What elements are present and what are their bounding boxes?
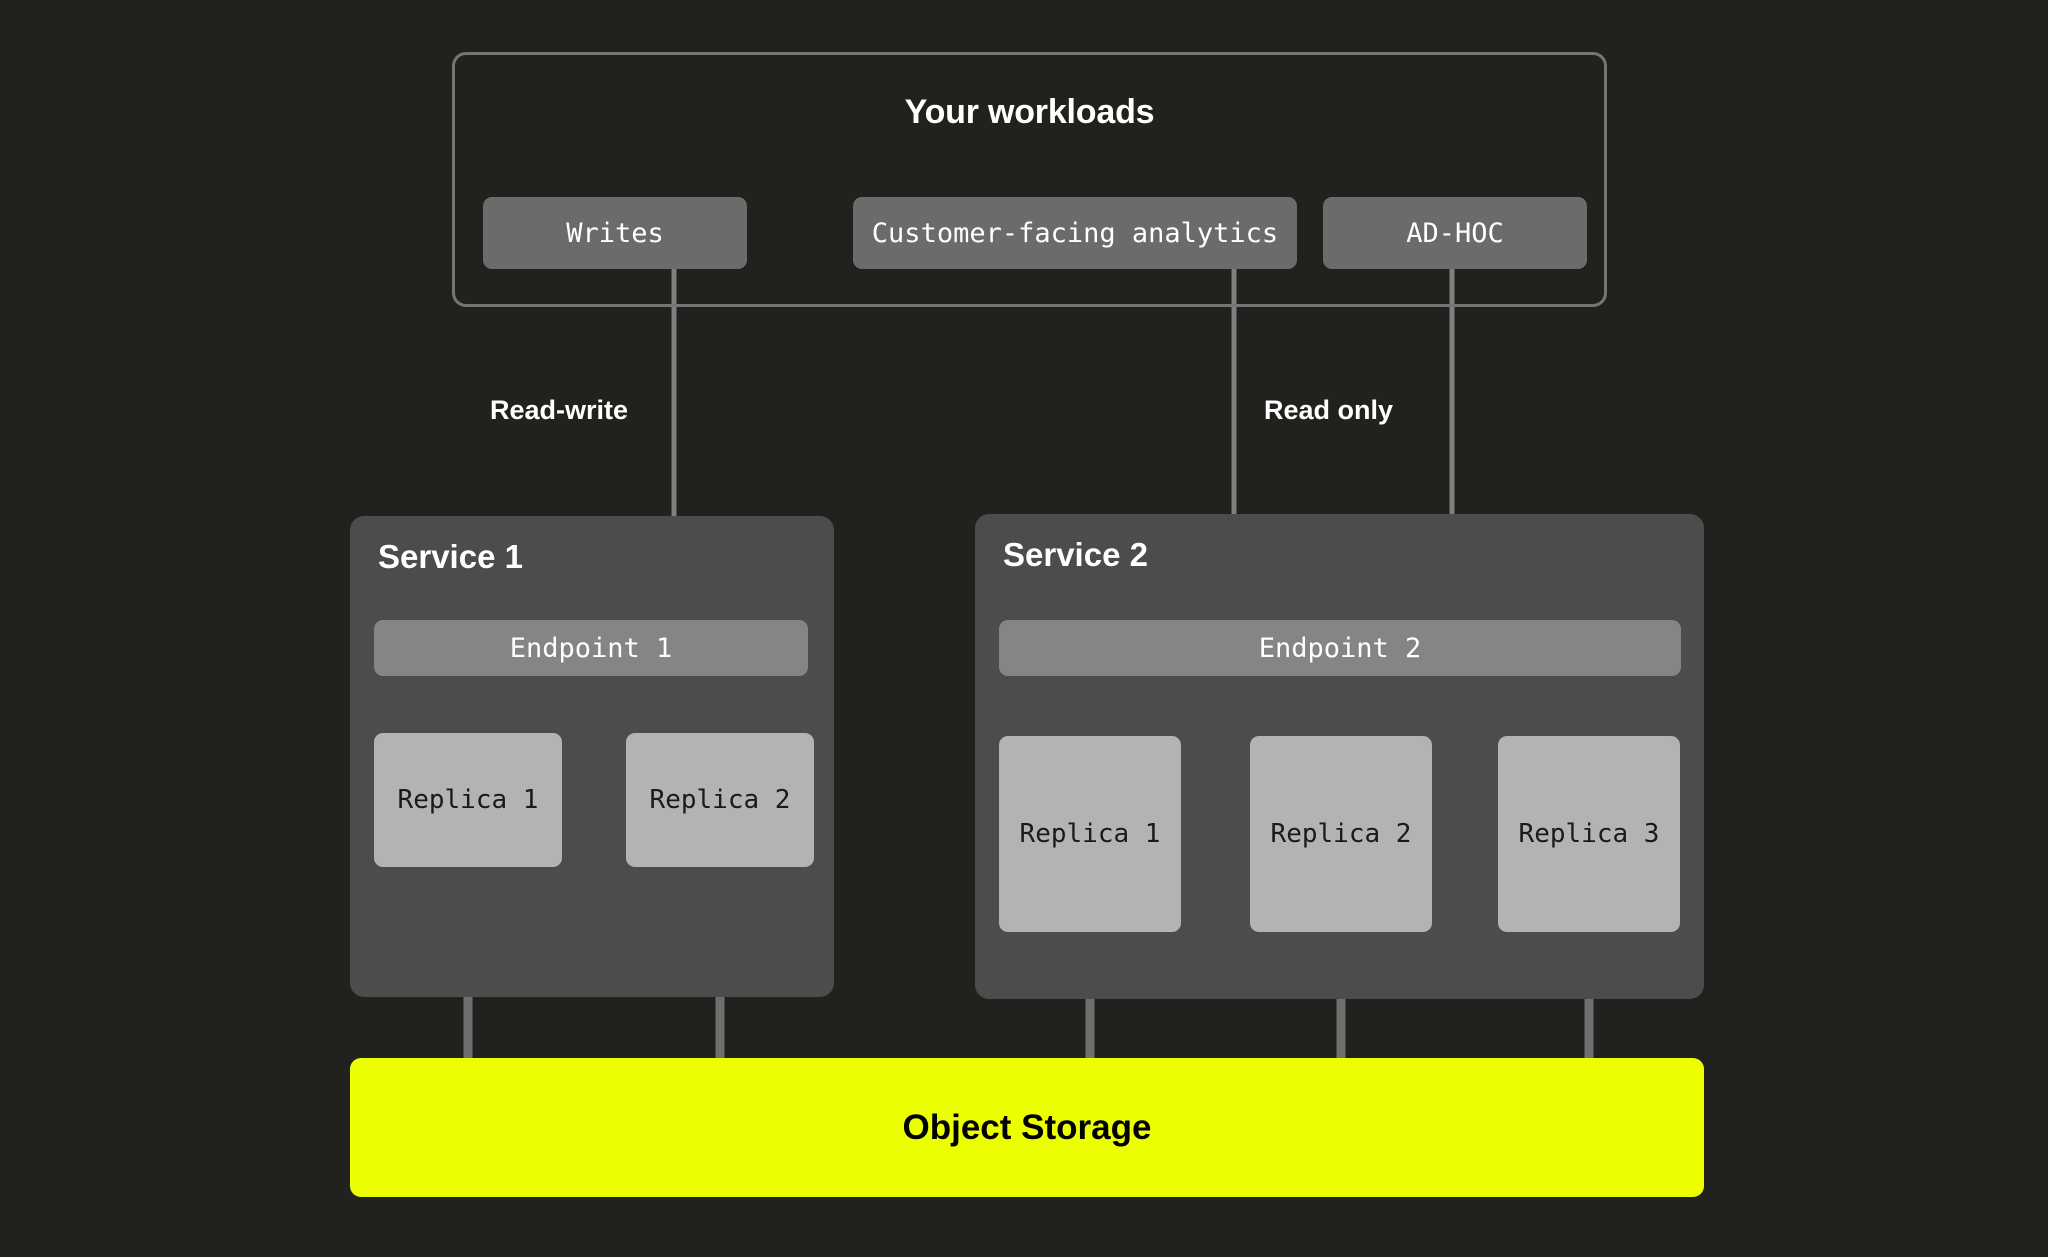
workload-chip-ad-hoc[interactable]: AD-HOC <box>1323 197 1587 269</box>
edge-label-read-only: Read only <box>1264 395 1394 425</box>
workload-chip-row: Writes Customer-facing analytics AD-HOC <box>455 197 1604 269</box>
service-1-replica-1[interactable]: Replica 1 <box>374 733 562 867</box>
workloads-container: Your workloads Writes Customer-facing an… <box>452 52 1607 307</box>
object-storage-bar[interactable]: Object Storage <box>350 1058 1704 1197</box>
workload-chip-writes[interactable]: Writes <box>483 197 747 269</box>
workloads-title: Your workloads <box>904 93 1155 131</box>
service-panel-2: Service 2 Endpoint 2 Replica 1 Replica 2… <box>975 514 1704 999</box>
service-1-replica-2[interactable]: Replica 2 <box>626 733 814 867</box>
edge-label-read-write: Read-write <box>490 395 629 425</box>
service-2-title: Service 2 <box>1003 536 1148 573</box>
service-1-title: Service 1 <box>378 538 523 575</box>
workload-chip-customer-facing-analytics[interactable]: Customer-facing analytics <box>853 197 1297 269</box>
service-2-replica-3[interactable]: Replica 3 <box>1498 736 1680 932</box>
service-panel-1: Service 1 Endpoint 1 Replica 1 Replica 2 <box>350 516 834 997</box>
endpoint-1[interactable]: Endpoint 1 <box>374 620 808 676</box>
service-2-replica-2[interactable]: Replica 2 <box>1250 736 1432 932</box>
endpoint-2[interactable]: Endpoint 2 <box>999 620 1681 676</box>
service-2-replica-1[interactable]: Replica 1 <box>999 736 1181 932</box>
